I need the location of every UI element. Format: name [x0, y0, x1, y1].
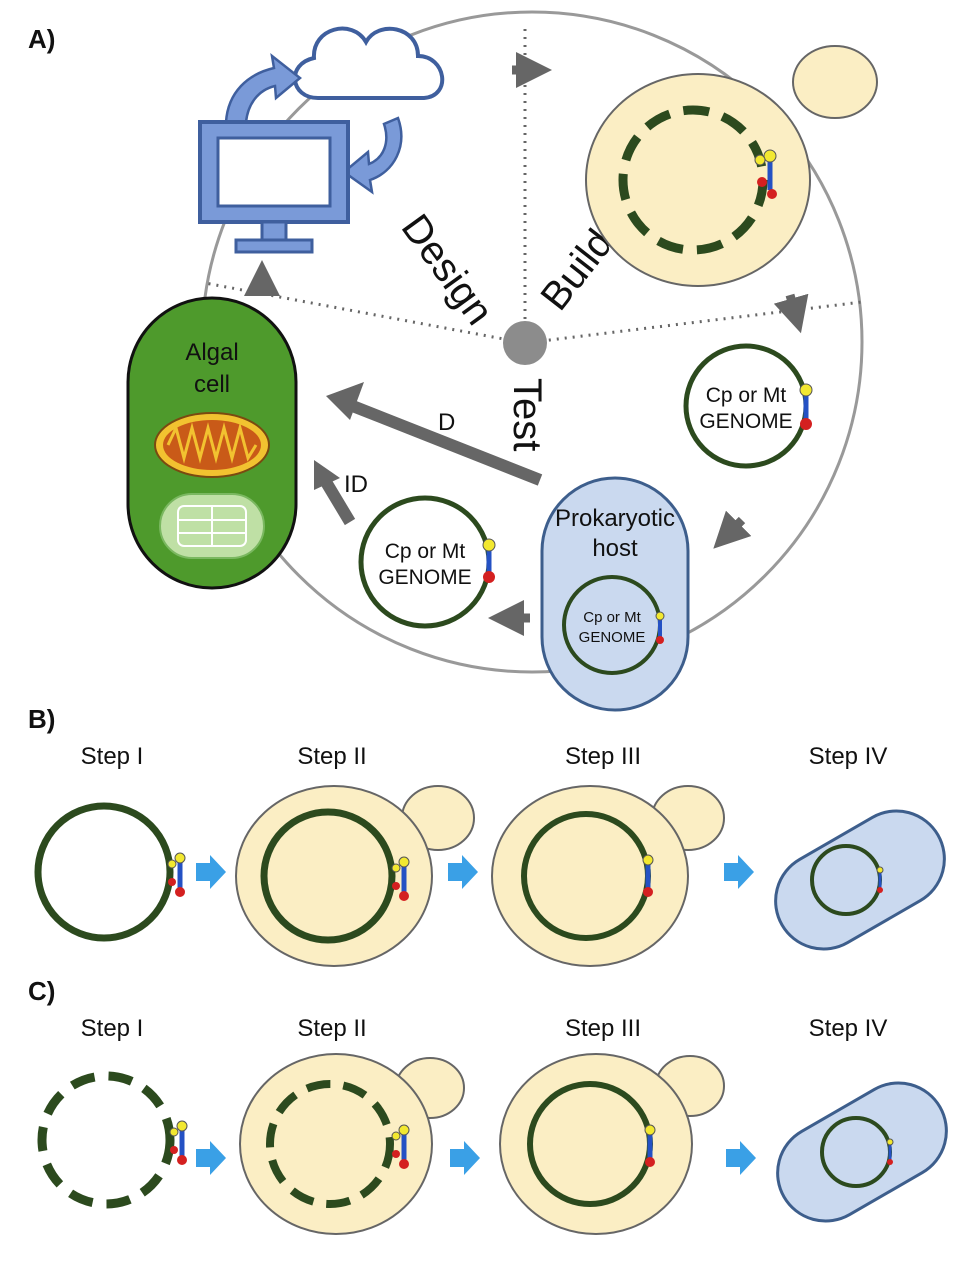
panel-b-step-3: Step III [565, 743, 641, 770]
panel-c-step-1: Step I [81, 1015, 144, 1042]
yeast-cell-build [585, 45, 878, 287]
extracted-genome-line1: Cp or Mt [385, 540, 466, 563]
marker-cassette [754, 149, 777, 199]
indirect-transfer-arrow [314, 460, 356, 526]
b-arrow-1 [196, 855, 226, 889]
panel-c-step-3: Step III [565, 1015, 641, 1042]
direct-transfer-label: D [438, 409, 455, 436]
test-phase-label: Test [505, 378, 549, 451]
extracted-genome-line2: GENOME [378, 566, 471, 589]
panel-b-step-1: Step I [81, 743, 144, 770]
arrow-to-genome [773, 293, 809, 334]
c-step4-prokaryote [776, 1081, 948, 1223]
b-step1-genome [34, 802, 186, 942]
host-genome-line1: Cp or Mt [583, 609, 641, 626]
c-step3-yeast [499, 1053, 725, 1235]
panel-b-label: B) [28, 704, 55, 734]
c-arrow-3 [726, 1141, 756, 1175]
algal-cell-line2: cell [194, 371, 230, 398]
panel-b-step-2: Step II [297, 743, 366, 770]
b-arrow-2 [448, 855, 478, 889]
cycle-arrows [244, 52, 809, 636]
genome-circle-test: Cp or Mt GENOME [683, 343, 813, 469]
panel-c-label: C) [28, 976, 55, 1006]
chloroplast-icon [159, 493, 265, 559]
prokaryotic-host-line1: Prokaryotic [555, 505, 675, 532]
panel-b-step-4: Step IV [809, 743, 888, 770]
cloud-icon [293, 26, 445, 100]
genome-label-line2: GENOME [699, 410, 792, 433]
genome-label-line1: Cp or Mt [706, 384, 787, 407]
computer-monitor-icon [198, 120, 350, 254]
sync-arrows-icon [224, 53, 403, 195]
algal-cell: Algal cell [126, 296, 298, 590]
arrow-to-prokaryote [713, 510, 752, 549]
panel-c-step-4: Step IV [809, 1015, 888, 1042]
c-step1-fragments [37, 1071, 188, 1209]
design-phase-label: Design [393, 206, 502, 333]
c-step2-yeast [239, 1053, 465, 1235]
panel-c-step-2: Step II [297, 1015, 366, 1042]
genome-circle-extracted: Cp or Mt GENOME [358, 495, 496, 629]
cycle-center-hub [503, 321, 547, 365]
b-step4-prokaryote [774, 809, 946, 951]
direct-transfer-arrow [326, 382, 543, 486]
mitochondrion-icon [154, 412, 270, 478]
algal-cell-line1: Algal [185, 339, 238, 366]
c-arrow-1 [196, 1141, 226, 1175]
host-genome-line2: GENOME [579, 629, 646, 646]
b-step2-yeast [235, 785, 475, 967]
indirect-transfer-label: ID [344, 471, 368, 498]
b-step3-yeast [491, 785, 725, 967]
c-arrow-2 [450, 1141, 480, 1175]
panel-a-label: A) [28, 24, 55, 54]
prokaryotic-host: Prokaryotic host Cp or Mt GENOME [540, 476, 690, 712]
prokaryotic-host-line2: host [592, 535, 638, 562]
b-arrow-3 [724, 855, 754, 889]
